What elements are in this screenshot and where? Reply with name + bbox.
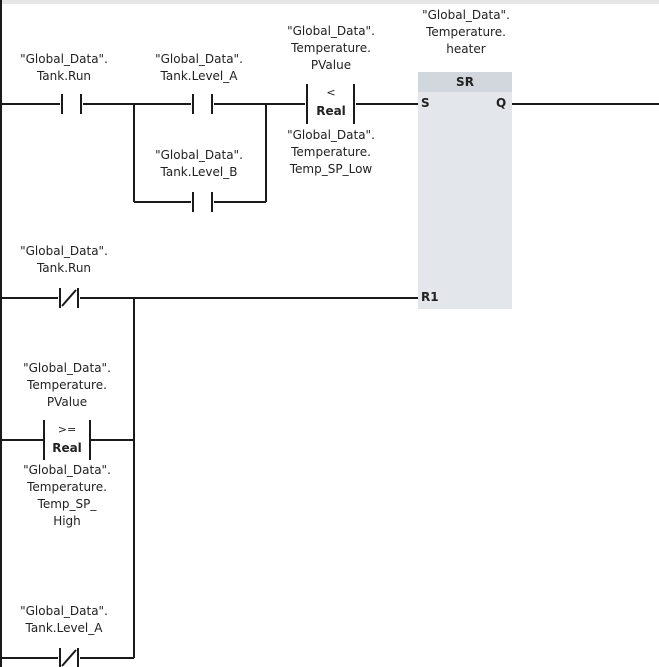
contact-level-b-no-label[interactable]: "Global_Data". Tank.Level_B: [155, 148, 243, 179]
contact-level-a-no-label[interactable]: "Global_Data". Tank.Level_A: [155, 52, 243, 83]
comparator-high-top-operand[interactable]: "Global_Data". Temperature. PValue: [23, 361, 111, 409]
contact-level-a-no: [192, 94, 213, 114]
comparator-low-operator: <: [326, 86, 336, 99]
comparator-low-box: [306, 84, 355, 124]
contact-run-nc-label[interactable]: "Global_Data". Tank.Run: [20, 244, 108, 275]
contact-level-a-nc-label[interactable]: "Global_Data". Tank.Level_A: [20, 604, 108, 635]
comparator-low-bottom-operand[interactable]: "Global_Data". Temperature. Temp_SP_Low: [287, 128, 375, 176]
sr-pin-r1: R1: [421, 290, 439, 304]
contact-run-nc: [59, 288, 79, 308]
comparator-low-type: Real: [316, 104, 346, 118]
comparator-high-box: [43, 420, 91, 460]
contact-run-no-label[interactable]: "Global_Data". Tank.Run: [20, 52, 108, 83]
comparator-high-operator: >=: [57, 423, 77, 436]
sr-pin-s: S: [421, 96, 430, 110]
contact-level-a-nc: [59, 648, 79, 667]
comparator-high-bottom-operand[interactable]: "Global_Data". Temperature. Temp_SP_ Hig…: [23, 463, 111, 528]
editor-top-border: [0, 0, 659, 4]
sr-block-title: SR: [418, 72, 512, 92]
contact-level-b-no: [192, 192, 213, 212]
sr-operand-label[interactable]: "Global_Data". Temperature. heater: [422, 8, 510, 56]
sr-pin-q: Q: [496, 96, 507, 110]
contact-run-no: [61, 94, 82, 114]
comparator-low-top-operand[interactable]: "Global_Data". Temperature. PValue: [287, 24, 375, 72]
comparator-high-type: Real: [52, 441, 82, 455]
sr-block[interactable]: SR S Q R1: [418, 72, 512, 309]
